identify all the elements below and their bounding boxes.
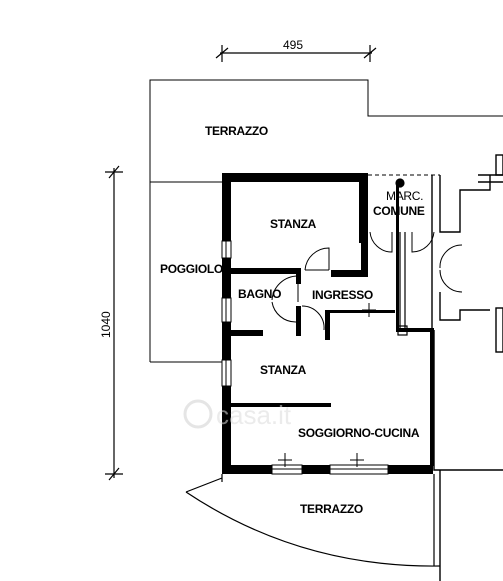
room-label-ingresso: INGRESSO (312, 288, 373, 302)
room-label-stanza-bottom: STANZA (260, 363, 307, 377)
width-dimension-label: 495 (283, 38, 303, 52)
room-label-soggiorno-cucina: SOGGIORNO-CUCINA (298, 426, 420, 440)
windows-left (221, 240, 232, 387)
terrace-top-outline (149, 79, 503, 363)
room-label-terrazzo-top: TERRAZZO (205, 124, 268, 138)
cross-marks (278, 303, 376, 467)
room-label-stanza-top: STANZA (270, 217, 317, 231)
adjacent-unit (431, 154, 503, 581)
stair-handrail (395, 178, 408, 336)
room-label-comune: COMUNE (373, 204, 425, 218)
watermark: casa.it (183, 399, 292, 430)
height-dimension-label: 1040 (99, 311, 113, 338)
terrace-bottom-outline (185, 474, 441, 567)
height-dimension (105, 165, 123, 481)
room-label-terrazzo-bottom: TERRAZZO (300, 502, 363, 516)
interior-walls (231, 182, 434, 466)
room-label-poggiolo: POGGIOLO (160, 262, 223, 276)
watermark-text: casa.it (216, 400, 292, 430)
width-dimension (215, 45, 377, 62)
door-swings (271, 231, 463, 331)
windows-bottom (271, 464, 389, 475)
exterior-walls (222, 173, 433, 474)
room-label-marc: MARC. (386, 189, 423, 203)
room-label-bagno: BAGNO (238, 287, 281, 301)
